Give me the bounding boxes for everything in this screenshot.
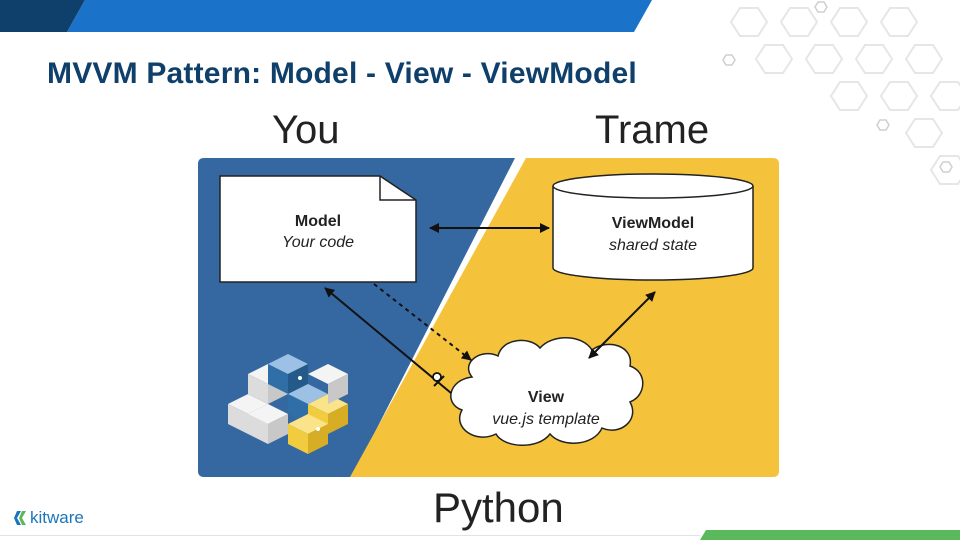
viewmodel-subtitle: shared state <box>609 237 697 254</box>
kitware-logo: kitware <box>14 508 84 528</box>
top-banner-blue-segment <box>67 0 652 32</box>
view-title: View <box>528 389 565 406</box>
arrow-model-view-endpoint <box>432 372 442 382</box>
arrow-viewmodel-view <box>588 291 656 359</box>
viewmodel-node: ViewModel shared state <box>552 173 754 281</box>
bottom-green-bar <box>700 530 960 540</box>
view-subtitle: vue.js template <box>492 411 600 428</box>
label-trame: Trame <box>595 108 710 152</box>
viewmodel-title: ViewModel <box>612 215 694 232</box>
view-node: View vue.js template <box>450 337 644 446</box>
model-title: Model <box>295 213 341 230</box>
arrow-model-view <box>324 287 452 394</box>
top-banner <box>0 0 652 32</box>
kitware-logo-icon <box>14 511 26 525</box>
model-subtitle: Your code <box>282 234 354 251</box>
python-cubes-icon <box>228 354 348 454</box>
label-you: You <box>272 108 340 152</box>
label-python: Python <box>433 484 564 531</box>
slide-title: MVVM Pattern: Model - View - ViewModel <box>47 57 637 90</box>
model-node: Model Your code <box>219 175 417 283</box>
arrow-model-view-tick <box>433 375 445 387</box>
top-banner-dark-segment <box>0 0 85 32</box>
hexagon-pattern-icon <box>722 1 960 185</box>
mvvm-diagram: Model Your code ViewModel shared state V… <box>198 158 779 477</box>
bottom-divider <box>0 535 700 536</box>
kitware-logo-text: kitware <box>30 508 84 527</box>
